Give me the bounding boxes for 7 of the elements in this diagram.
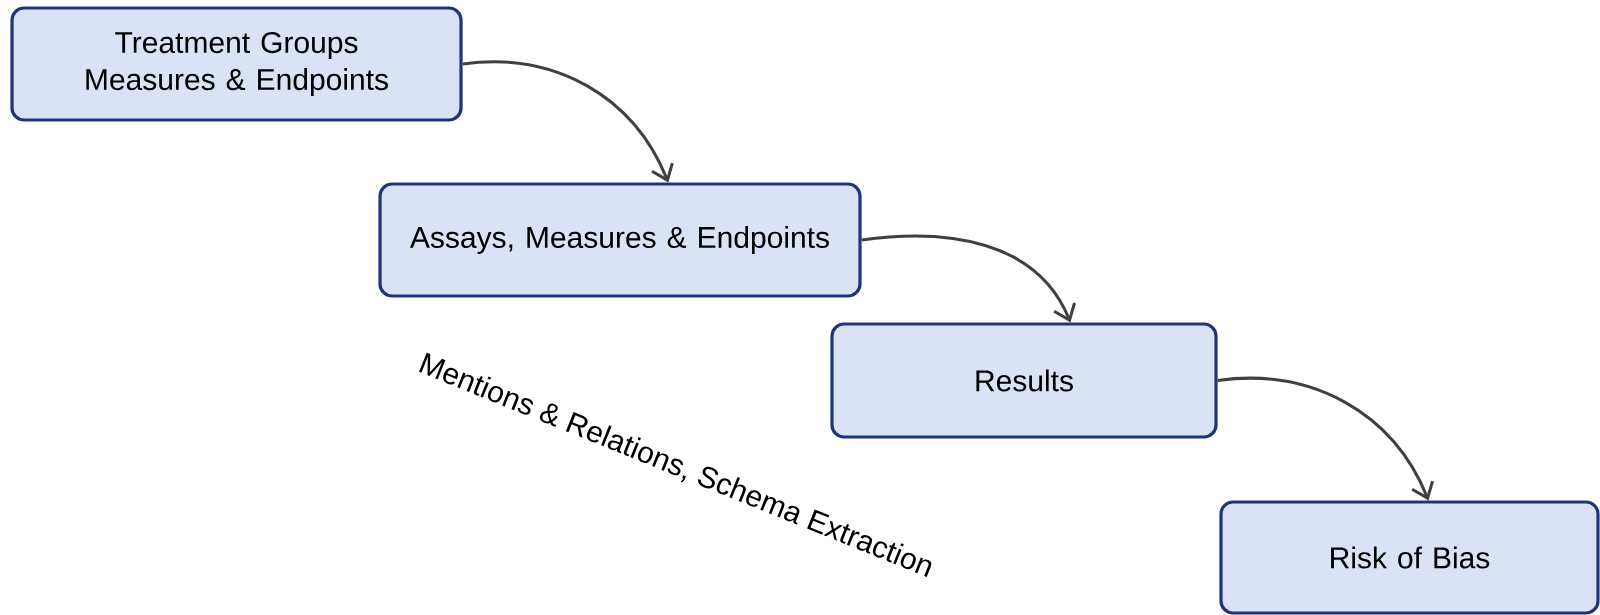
process-box: Assays, Measures & Endpoints bbox=[378, 182, 862, 298]
arrow bbox=[462, 60, 674, 183]
process-box: Risk of Bias bbox=[1219, 500, 1600, 615]
process-box: Results bbox=[830, 322, 1218, 439]
process-box: Treatment Groups Measures & Endpoints bbox=[10, 6, 463, 122]
arrow bbox=[1217, 376, 1434, 501]
arrow bbox=[861, 234, 1076, 323]
